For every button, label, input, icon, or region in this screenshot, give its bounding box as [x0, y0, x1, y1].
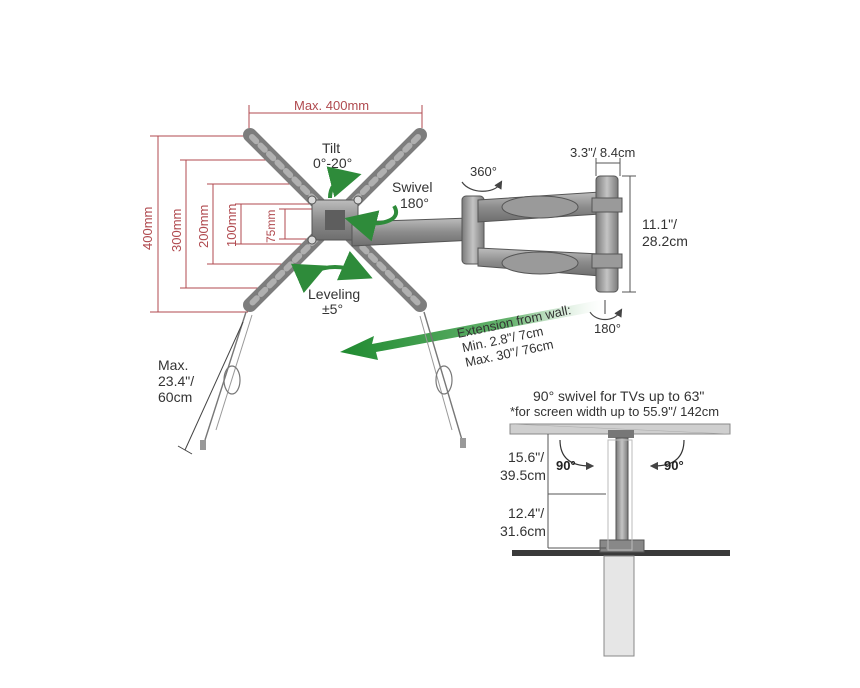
topview-title: 90° swivel for TVs up to 63" [533, 388, 704, 404]
safety-cables: Max. 23.4"/ 60cm [158, 311, 466, 455]
topview-dim1-1: 15.6"/ [508, 449, 544, 465]
cable-line-3: 60cm [158, 389, 192, 405]
rotate-180-label: 180° [594, 321, 621, 336]
leveling-title: Leveling [308, 286, 360, 302]
topview-subtitle: *for screen width up to 55.9"/ 142cm [510, 404, 719, 419]
wall-plate-height-1: 11.1"/ [642, 216, 677, 232]
topview-dim1-2: 39.5cm [500, 467, 546, 483]
swivel-range: 180° [400, 195, 429, 211]
swivel-right-angle: 90° [664, 458, 684, 473]
wall-plate-height-2: 28.2cm [642, 233, 688, 249]
swivel-left-icon [559, 439, 595, 471]
swivel-title: Swivel [392, 179, 432, 195]
height-200-label: 200mm [196, 205, 211, 248]
rotate-180-icon [589, 308, 623, 321]
articulating-arm [351, 191, 601, 277]
tilt-arrow-icon [326, 166, 362, 199]
tilt-range: 0°-20° [313, 155, 352, 171]
rotate-360-label: 360° [470, 164, 497, 179]
extension-annotation: Extension from wall: Min. 2.8"/ 7cm Max.… [340, 300, 604, 370]
topview-dim2-2: 31.6cm [500, 523, 546, 539]
wall-plate-depth: 3.3"/ 8.4cm [570, 145, 635, 160]
height-400-label: 400mm [140, 207, 155, 250]
swivel-arrow-icon [344, 204, 399, 242]
motion-annotations: Tilt 0°-20° Swivel 180° Leveling ±5° 360… [290, 140, 623, 336]
cable-line-2: 23.4"/ [158, 373, 194, 389]
height-100-label: 100mm [224, 204, 239, 247]
extension-arrow-icon [340, 300, 604, 360]
vesa-dimensions: Max. 400mm 400mm 300mm 200mm 100mm 75mm [140, 98, 423, 313]
tilt-title: Tilt [322, 140, 340, 156]
top-view-inset: 90° swivel for TVs up to 63" *for screen… [500, 388, 731, 657]
swivel-right-icon [649, 439, 685, 471]
height-300-label: 300mm [169, 209, 184, 252]
leveling-range: ±5° [322, 301, 343, 317]
swivel-left-angle: 90° [556, 458, 576, 473]
max-width-label: Max. 400mm [294, 98, 369, 113]
topview-dim2-1: 12.4"/ [508, 505, 544, 521]
height-75-label: 75mm [264, 210, 278, 243]
cable-line-1: Max. [158, 357, 188, 373]
wall-plate: 3.3"/ 8.4cm 11.1"/ 28.2cm [570, 145, 688, 293]
rotate-360-icon [461, 180, 503, 192]
leveling-arrow-icon [290, 250, 373, 294]
